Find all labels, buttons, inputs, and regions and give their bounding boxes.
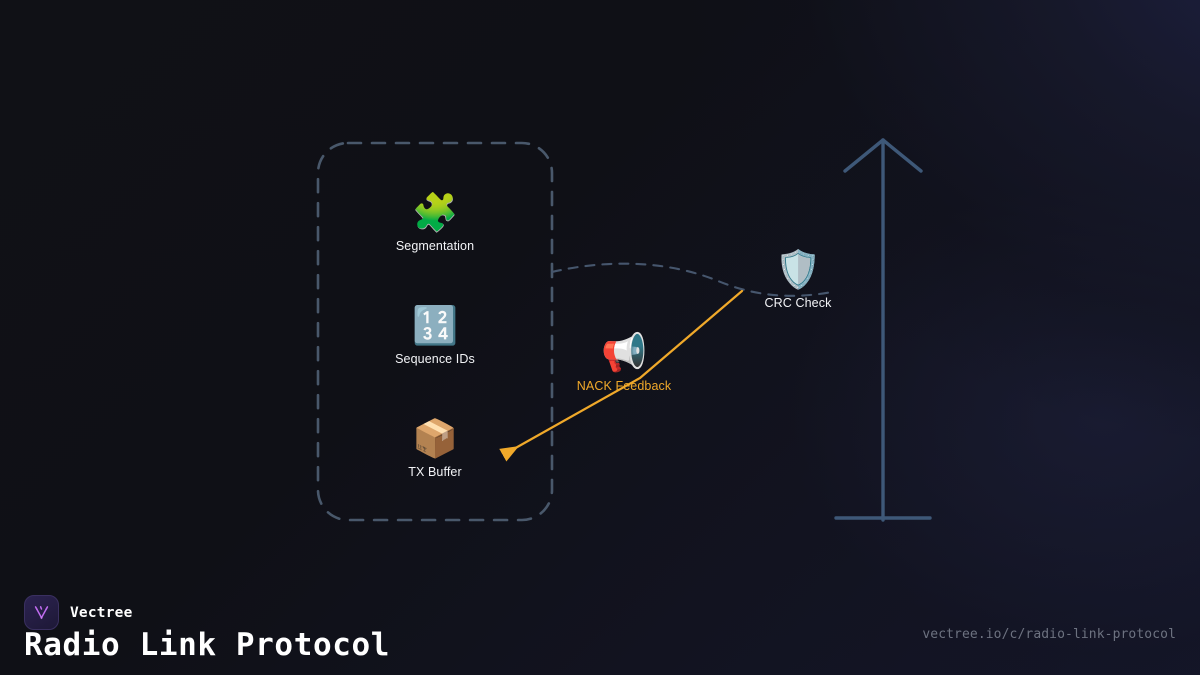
node-nack-feedback-label: NACK Feedback bbox=[576, 379, 672, 393]
node-crc-check[interactable]: 🛡️ CRC Check bbox=[723, 247, 873, 311]
node-segmentation[interactable]: 🧩 Segmentation bbox=[360, 190, 510, 254]
transmitter-group-box bbox=[316, 141, 554, 522]
node-tx-buffer[interactable]: 📦 TX Buffer bbox=[360, 416, 510, 480]
edge-nack-return bbox=[499, 289, 744, 462]
node-segmentation-label: Segmentation bbox=[395, 239, 475, 253]
node-tx-buffer-label: TX Buffer bbox=[408, 465, 462, 479]
megaphone-icon: 📢 bbox=[600, 331, 648, 373]
node-nack-feedback[interactable]: 📢 NACK Feedback bbox=[549, 330, 699, 394]
node-sequence-ids-label: Sequence IDs bbox=[395, 352, 475, 366]
node-crc-check-label: CRC Check bbox=[764, 296, 832, 310]
footer-url: vectree.io/c/radio-link-protocol bbox=[922, 627, 1176, 642]
package-box-icon: 📦 bbox=[411, 417, 459, 459]
footer: Vectree Radio Link Protocol vectree.io/c… bbox=[0, 555, 1200, 675]
brand-name: Vectree bbox=[70, 604, 133, 621]
input-numbers-icon: 🔢 bbox=[411, 304, 459, 346]
edge-forward-link bbox=[550, 262, 834, 297]
antenna-tower-icon bbox=[834, 138, 932, 522]
page-title: Radio Link Protocol bbox=[24, 627, 391, 663]
node-sequence-ids[interactable]: 🔢 Sequence IDs bbox=[360, 303, 510, 367]
puzzle-piece-icon: 🧩 bbox=[411, 191, 459, 233]
shield-icon: 🛡️ bbox=[774, 248, 822, 290]
brand-row: Vectree bbox=[24, 595, 133, 630]
vectree-logo-icon bbox=[24, 595, 59, 630]
